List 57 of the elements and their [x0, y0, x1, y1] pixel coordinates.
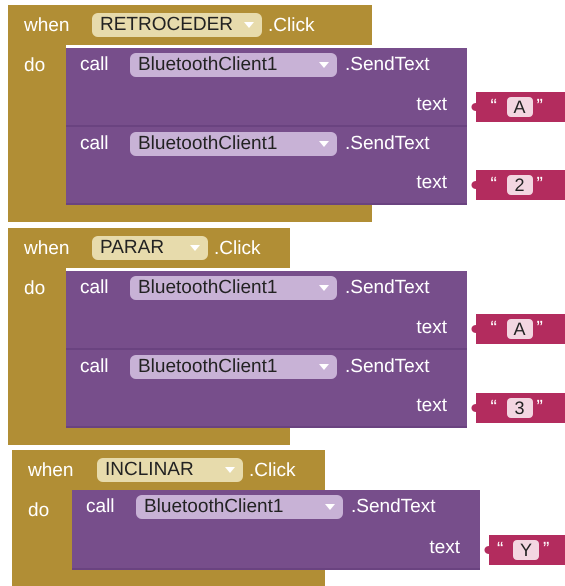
keyword-label: do — [24, 55, 46, 77]
component-dropdown: RETROCEDER — [92, 13, 262, 37]
component-dropdown: BluetoothClient1 — [130, 276, 337, 300]
component-dropdown: PARAR — [92, 236, 208, 260]
quote-mark: “ — [490, 96, 497, 118]
component-dropdown: BluetoothClient1 — [130, 132, 337, 156]
quote-mark: ” — [536, 318, 543, 340]
keyword-label: call — [80, 133, 109, 155]
quote-mark: “ — [490, 174, 497, 196]
keyword-label: when — [28, 460, 74, 482]
event-name: .Click — [214, 238, 260, 260]
keyword-label: do — [24, 278, 46, 300]
keyword-label: call — [86, 496, 115, 518]
method-name: .SendText — [345, 277, 430, 299]
text-block — [470, 170, 565, 200]
quote-mark: “ — [490, 397, 497, 419]
component-dropdown: BluetoothClient1 — [130, 355, 337, 379]
call-block — [66, 127, 467, 205]
text-value: 2 — [506, 175, 532, 195]
quote-mark: ” — [536, 174, 543, 196]
component-dropdown: INCLINAR — [97, 458, 243, 482]
quote-mark: “ — [490, 318, 497, 340]
text-value: A — [506, 319, 532, 339]
call-block — [66, 350, 467, 428]
parameter-label: text — [416, 172, 447, 194]
text-value: Y — [513, 540, 539, 560]
method-name: .SendText — [345, 133, 430, 155]
call-block — [72, 490, 480, 570]
keyword-label: call — [80, 356, 109, 378]
event-name: .Click — [249, 460, 296, 482]
text-block — [470, 92, 565, 122]
quote-mark: ” — [536, 397, 543, 419]
method-name: .SendText — [345, 356, 430, 378]
text-value: A — [506, 97, 532, 117]
method-name: .SendText — [345, 54, 430, 76]
parameter-label: text — [416, 94, 447, 116]
parameter-label: text — [416, 317, 447, 339]
text-block — [470, 393, 565, 423]
keyword-label: call — [80, 54, 109, 76]
component-dropdown: BluetoothClient1 — [136, 495, 343, 519]
keyword-label: call — [80, 277, 109, 299]
parameter-label: text — [416, 395, 447, 417]
quote-mark: ” — [536, 96, 543, 118]
parameter-label: text — [429, 537, 460, 559]
quote-mark: “ — [497, 539, 504, 561]
keyword-label: when — [24, 238, 70, 260]
component-dropdown: BluetoothClient1 — [130, 53, 337, 77]
event-name: .Click — [268, 15, 314, 37]
text-value: 3 — [506, 398, 532, 418]
call-block — [66, 48, 467, 127]
keyword-label: when — [24, 15, 70, 37]
keyword-label: do — [28, 500, 50, 522]
text-block — [483, 535, 565, 565]
call-block — [66, 271, 467, 350]
quote-mark: ” — [543, 539, 550, 561]
method-name: .SendText — [351, 496, 436, 518]
text-block — [470, 314, 565, 344]
